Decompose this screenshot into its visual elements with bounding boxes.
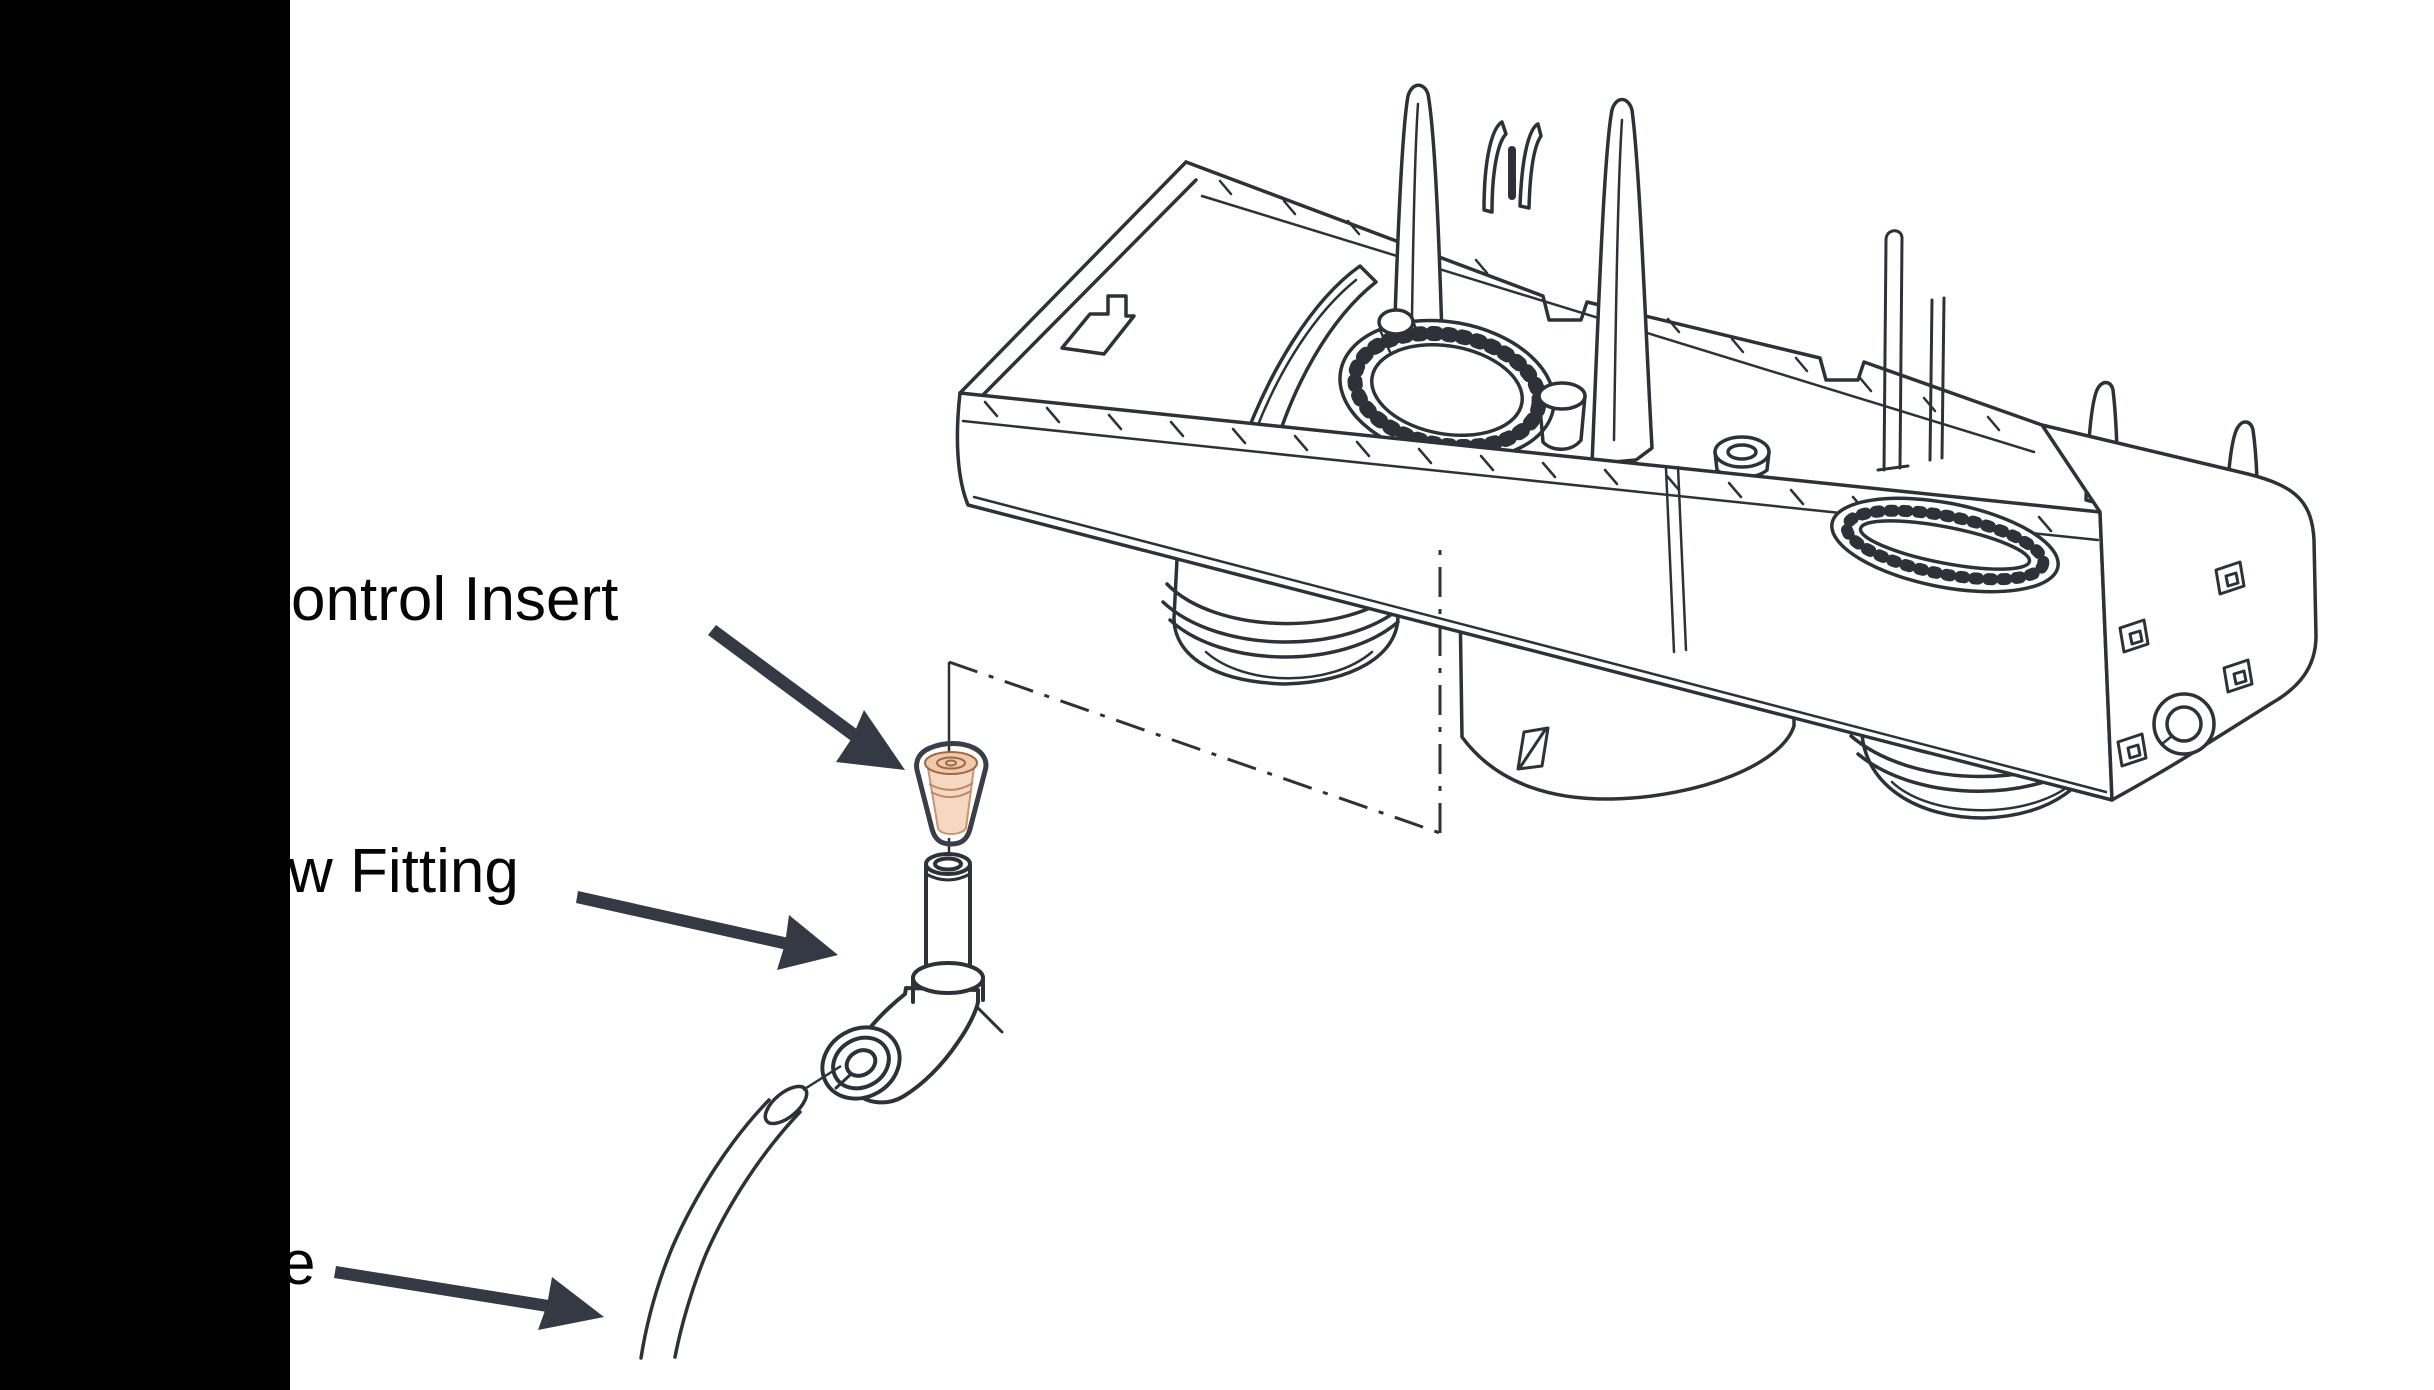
housing-oval-collar: [1830, 496, 2060, 594]
housing-wall-divider: [1664, 465, 1688, 654]
label-elbow-fitting: w Fitting: [288, 837, 519, 906]
housing-collar-tab-lines: [1378, 316, 1422, 354]
housing-rib-curved-inner: [1254, 278, 1358, 432]
housing-deck-boss: [1713, 435, 1771, 480]
housing-rib-curved: [1238, 264, 1378, 460]
left-black-crop-bar: [0, 0, 290, 1390]
housing-back-rim: [1184, 160, 2044, 427]
housing-hook-rib: [1482, 120, 1543, 214]
hose-connector-line: [802, 1064, 842, 1092]
hose-part: [639, 1064, 842, 1360]
housing-right-wall-clips: [2116, 560, 2254, 768]
housing-needle-posts: [1876, 229, 1946, 472]
elbow-fitting-part: [820, 852, 1004, 1105]
housing-front-wall-bottom-inner: [972, 495, 2108, 794]
housing-front-wall: [955, 391, 2114, 802]
housing-right-wall: [2040, 423, 2318, 802]
label-control-insert: ontrol Insert: [291, 565, 619, 634]
housing-port-knob: [2152, 692, 2216, 756]
housing-rib-small: [1060, 294, 1136, 356]
arrow-control-insert: [708, 625, 905, 770]
housing-fin-tall-mid: [1590, 97, 1654, 466]
mold-mark: [1516, 726, 1550, 771]
callout-arrows: [334, 625, 905, 1330]
housing-fin-tall-mid-inner: [1612, 118, 1624, 442]
arrow-elbow-fitting: [576, 891, 838, 970]
housing-left-rim: [958, 160, 1198, 403]
housing-collar-tab: [1377, 308, 1415, 336]
control-insert-part: [914, 741, 989, 847]
housing-collar-lug: [1537, 381, 1587, 451]
arrow-hose: [334, 1266, 604, 1330]
dispenser-housing-drawing: [955, 83, 2318, 820]
